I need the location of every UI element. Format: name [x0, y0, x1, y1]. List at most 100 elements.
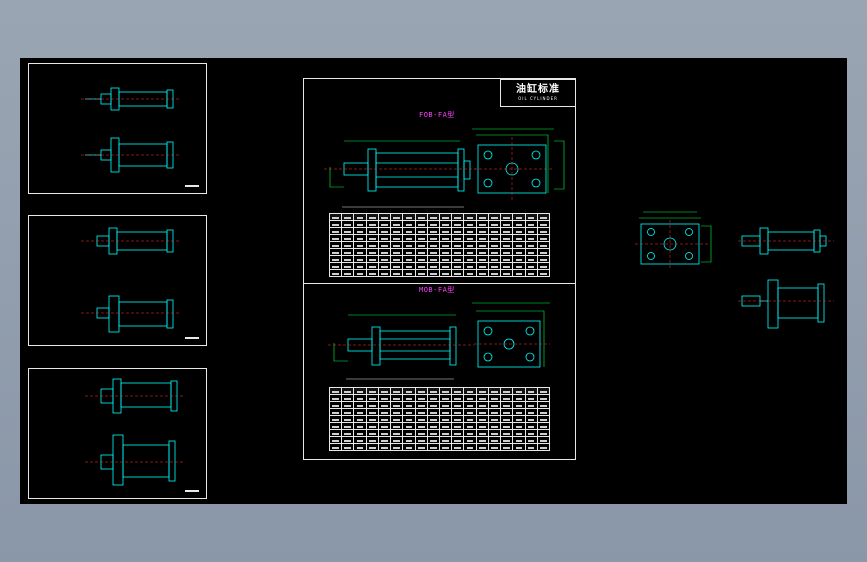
cell-text-placeholder [454, 231, 462, 233]
table-cell [451, 387, 465, 395]
table-cell [475, 262, 489, 270]
cell-text-placeholder [356, 231, 364, 233]
table-cell [512, 248, 526, 256]
cell-text-placeholder [368, 426, 376, 428]
cell-text-placeholder [515, 447, 523, 449]
cell-text-placeholder [356, 405, 364, 407]
table-cell [328, 234, 343, 242]
cell-text-placeholder [344, 405, 352, 407]
table-cell [451, 255, 465, 263]
sheet-thumbnail-2[interactable] [28, 215, 207, 346]
cell-text-placeholder [515, 440, 523, 442]
table-cell [402, 227, 416, 235]
table-cell [475, 436, 489, 444]
table-cell [390, 429, 404, 437]
table-cell [365, 422, 379, 430]
table-cell [438, 220, 453, 228]
sheet-subtitle: OIL CYLINDER [518, 96, 558, 101]
cell-text-placeholder [430, 224, 437, 226]
cell-text-placeholder [466, 412, 474, 414]
table-cell [487, 401, 502, 409]
cell-text-placeholder [466, 245, 474, 247]
cell-text-placeholder [454, 419, 462, 421]
table-cell [426, 248, 440, 256]
table-cell [341, 443, 355, 451]
cell-text-placeholder [368, 273, 376, 275]
cell-text-placeholder [515, 231, 523, 233]
cell-text-placeholder [430, 405, 437, 407]
table-cell [426, 422, 440, 430]
cell-text-placeholder [515, 245, 523, 247]
cell-text-placeholder [442, 433, 449, 435]
cell-text-placeholder [393, 217, 401, 219]
table-cell [402, 415, 416, 423]
sheet-thumbnail-1[interactable] [28, 63, 207, 194]
table-cell [438, 227, 453, 235]
table-cell [402, 436, 416, 444]
table-cell [377, 213, 392, 221]
table-cell [463, 269, 477, 277]
cell-text-placeholder [381, 224, 388, 226]
table-cell [328, 269, 343, 277]
cell-text-placeholder [527, 433, 535, 435]
table-cell [524, 394, 538, 402]
table-cell [475, 422, 489, 430]
cell-text-placeholder [405, 217, 413, 219]
cell-text-placeholder [344, 447, 352, 449]
cell-text-placeholder [368, 419, 376, 421]
cell-text-placeholder [381, 259, 388, 261]
cell-text-placeholder [381, 426, 388, 428]
table-cell [353, 408, 367, 416]
cylinder-side-view-2 [738, 279, 834, 329]
table-cell [365, 415, 379, 423]
cell-text-placeholder [417, 224, 425, 226]
table-cell [512, 262, 526, 270]
cell-text-placeholder [442, 266, 449, 268]
cell-text-placeholder [503, 238, 511, 240]
table-row [328, 429, 551, 437]
cell-text-placeholder [405, 224, 413, 226]
cell-text-placeholder [344, 433, 352, 435]
cell-text-placeholder [417, 231, 425, 233]
title-block: 油缸标准 OIL CYLINDER [500, 79, 576, 107]
table-cell [536, 436, 551, 444]
table-cell [426, 443, 440, 451]
cell-text-placeholder [368, 447, 376, 449]
table-cell [524, 241, 538, 249]
cell-text-placeholder [491, 238, 498, 240]
table-cell [353, 269, 367, 277]
cell-text-placeholder [344, 238, 352, 240]
table-cell [512, 387, 526, 395]
table-cell [524, 234, 538, 242]
cell-text-placeholder [539, 398, 547, 400]
sheet-thumbnail-3[interactable] [28, 368, 207, 499]
cell-text-placeholder [478, 224, 486, 226]
cell-text-placeholder [430, 259, 437, 261]
table-cell [500, 227, 514, 235]
cell-text-placeholder [417, 259, 425, 261]
cell-text-placeholder [381, 447, 388, 449]
table-cell [463, 408, 477, 416]
table-cell [341, 227, 355, 235]
table-cell [390, 436, 404, 444]
table-cell [328, 227, 343, 235]
cell-text-placeholder [478, 412, 486, 414]
table-cell [475, 255, 489, 263]
table-cell [390, 227, 404, 235]
cad-drawing-canvas[interactable]: 油缸标准 OIL CYLINDER FOB-FA型 MOB-FA型 [20, 58, 847, 504]
main-drawing-sheet[interactable]: 油缸标准 OIL CYLINDER FOB-FA型 MOB-FA型 [303, 78, 576, 460]
cell-text-placeholder [454, 391, 462, 393]
table-cell [328, 401, 343, 409]
cell-text-placeholder [430, 398, 437, 400]
table-cell [414, 234, 428, 242]
table-cell [365, 269, 379, 277]
cell-text-placeholder [344, 419, 352, 421]
table-cell [451, 429, 465, 437]
table-cell [414, 262, 428, 270]
table-cell [487, 220, 502, 228]
cell-text-placeholder [405, 426, 413, 428]
table-cell [377, 269, 392, 277]
table-row [328, 220, 551, 228]
cell-text-placeholder [356, 426, 364, 428]
table-cell [524, 422, 538, 430]
